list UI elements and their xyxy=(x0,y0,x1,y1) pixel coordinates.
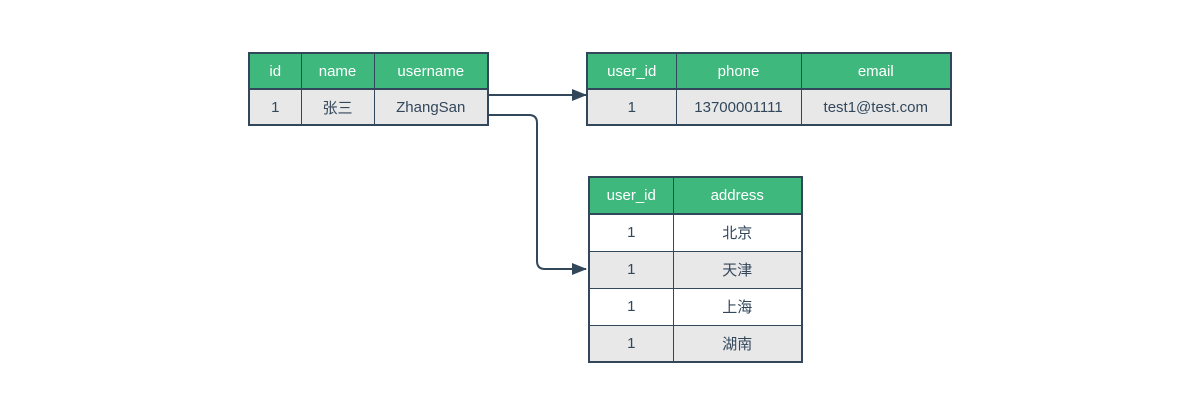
contacts-table: user_id phone email 1 13700001111 test1@… xyxy=(586,52,952,126)
cell-contact-phone: 13700001111 xyxy=(675,88,802,126)
cell-user-id: 1 xyxy=(248,88,302,126)
cell-address-user-id: 1 xyxy=(588,324,674,363)
column-header-address: address xyxy=(672,176,803,215)
addresses-table: user_id address 1 北京 1 天津 1 上海 1 湖南 xyxy=(588,176,803,363)
cell-user-username: ZhangSan xyxy=(373,88,489,126)
users-table: id name username 1 张三 ZhangSan xyxy=(248,52,489,126)
cell-address-value: 湖南 xyxy=(672,324,803,363)
contacts-row: 1 13700001111 test1@test.com xyxy=(586,88,952,126)
cell-address-value: 上海 xyxy=(672,287,803,326)
cell-address-user-id: 1 xyxy=(588,250,674,289)
cell-contact-user-id: 1 xyxy=(586,88,677,126)
cell-user-name: 张三 xyxy=(300,88,375,126)
addresses-row: 1 湖南 xyxy=(588,324,803,363)
users-row: 1 张三 ZhangSan xyxy=(248,88,489,126)
cell-address-value: 北京 xyxy=(672,213,803,252)
addresses-row: 1 上海 xyxy=(588,287,803,326)
column-header-id: id xyxy=(248,52,302,90)
column-header-phone: phone xyxy=(675,52,802,90)
cell-address-user-id: 1 xyxy=(588,213,674,252)
column-header-user-id: user_id xyxy=(588,176,674,215)
addresses-header-row: user_id address xyxy=(588,176,803,215)
column-header-user-id: user_id xyxy=(586,52,677,90)
arrow-users-to-addresses xyxy=(487,114,587,275)
addresses-row: 1 北京 xyxy=(588,213,803,252)
cell-address-user-id: 1 xyxy=(588,287,674,326)
contacts-header-row: user_id phone email xyxy=(586,52,952,90)
cell-contact-email: test1@test.com xyxy=(800,88,952,126)
column-header-name: name xyxy=(300,52,375,90)
column-header-email: email xyxy=(800,52,952,90)
addresses-row: 1 天津 xyxy=(588,250,803,289)
column-header-username: username xyxy=(373,52,489,90)
users-header-row: id name username xyxy=(248,52,489,90)
cell-address-value: 天津 xyxy=(672,250,803,289)
